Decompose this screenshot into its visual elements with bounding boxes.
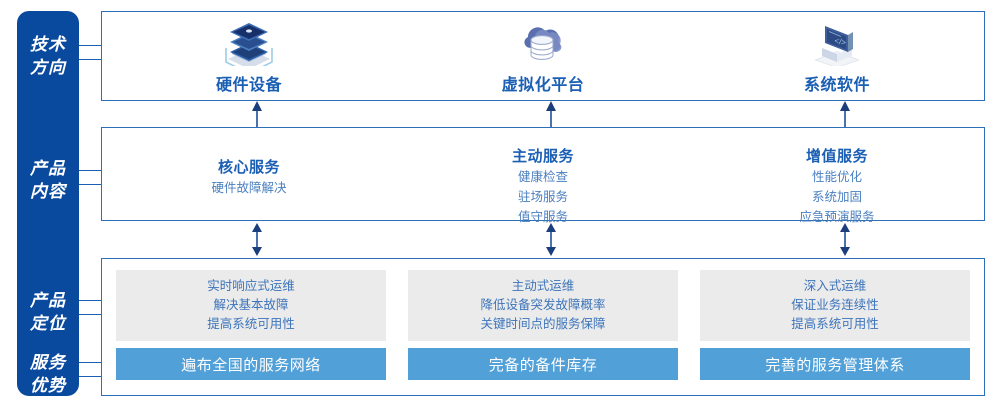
positioning-box-indepth-line-2: 提高系统可用性	[791, 317, 879, 331]
content-column-core-service-title: 核心服务	[217, 159, 280, 176]
arrow-double-active	[546, 223, 556, 256]
positioning-box-indepth-line-0: 深入式运维	[803, 279, 867, 293]
content-column-value-added-service-title: 增值服务	[805, 148, 868, 165]
connector-advantage-2	[79, 376, 102, 377]
content-column-value-added-service-item-1: 系统加固	[811, 190, 862, 204]
positioning-box-realtime[interactable]: 实时响应式运维 解决基本故障 提高系统可用性	[116, 270, 386, 341]
cloud-database-icon	[514, 18, 572, 66]
tech-item-virtualization[interactable]: 虚拟化平台	[396, 12, 690, 100]
rail-label-product-positioning-line1: 产品	[30, 291, 66, 310]
content-column-active-service-title: 主动服务	[511, 148, 574, 165]
rail-label-product-positioning: 产品 定位	[17, 289, 79, 335]
connector-positioning-1	[79, 300, 102, 301]
rail-label-tech-direction: 技术 方向	[17, 33, 79, 79]
positioning-box-indepth[interactable]: 深入式运维 保证业务连续性 提高系统可用性	[700, 270, 970, 341]
content-column-value-added-service[interactable]: 增值服务 性能优化 系统加固 应急预演服务	[690, 128, 984, 224]
advantage-bar-spare-parts-label: 完备的备件库存	[488, 356, 598, 374]
connector-advantage-1	[79, 362, 102, 363]
content-column-value-added-service-item-2: 应急预演服务	[799, 210, 875, 224]
arrow-up-virtualization	[546, 101, 556, 127]
panel-positioning-advantages: 实时响应式运维 解决基本故障 提高系统可用性 主动式运维 降低设备突发故障概率 …	[101, 258, 985, 396]
connector-content-2	[79, 184, 102, 185]
rail-label-product-content-line1: 产品	[30, 159, 66, 178]
rail-label-product-positioning-line2: 定位	[30, 314, 66, 333]
arrow-up-hardware	[252, 101, 262, 127]
content-column-active-service-item-2: 值守服务	[517, 210, 568, 224]
advantage-bar-management-system-label: 完善的服务管理体系	[765, 356, 905, 374]
rail-label-product-content-line2: 内容	[30, 182, 66, 201]
rail-label-tech-direction-line1: 技术	[30, 35, 66, 54]
tech-item-hardware-label: 硬件设备	[215, 76, 282, 94]
connector-positioning-2	[79, 314, 102, 315]
tech-item-hardware[interactable]: 硬件设备	[102, 12, 396, 100]
connector-tech-1	[79, 45, 102, 46]
advantage-bar-service-network[interactable]: 遍布全国的服务网络	[116, 348, 386, 380]
rail-label-service-advantage-line1: 服务	[30, 353, 66, 372]
positioning-box-proactive-line-2: 关键时间点的服务保障	[480, 317, 606, 331]
server-stack-icon	[220, 18, 278, 66]
connector-tech-2	[79, 59, 102, 60]
positioning-box-indepth-line-1: 保证业务连续性	[791, 298, 879, 312]
content-column-value-added-service-item-0: 性能优化	[811, 170, 862, 184]
positioning-box-proactive-line-1: 降低设备突发故障概率	[480, 298, 606, 312]
panel-product-content: 核心服务 硬件故障解决 主动服务 健康检查 驻场服务 值守服务 增值服务 性能优…	[101, 127, 985, 224]
arrow-up-system-software	[840, 101, 850, 127]
advantage-bar-management-system[interactable]: 完善的服务管理体系	[700, 348, 970, 380]
svg-text:</>: </>	[834, 36, 848, 47]
content-column-core-service-item-0: 硬件故障解决	[211, 181, 287, 195]
advantage-bar-spare-parts[interactable]: 完备的备件库存	[408, 348, 678, 380]
tech-item-virtualization-label: 虚拟化平台	[501, 76, 585, 94]
positioning-box-realtime-line-1: 解决基本故障	[213, 298, 289, 312]
positioning-box-proactive-line-0: 主动式运维	[511, 279, 575, 293]
left-rail: 技术 方向 产品 内容 产品 定位 服务 优势	[17, 11, 79, 396]
content-column-active-service[interactable]: 主动服务 健康检查 驻场服务 值守服务	[396, 128, 690, 224]
arrow-double-core	[252, 223, 262, 256]
tech-item-system-software-label: 系统软件	[803, 76, 870, 94]
arrow-double-value-added	[840, 223, 850, 256]
advantages-row: 遍布全国的服务网络 完备的备件库存 完善的服务管理体系	[102, 341, 984, 380]
rail-label-product-content: 产品 内容	[17, 157, 79, 203]
rail-label-service-advantage-line2: 优势	[30, 376, 66, 395]
rail-label-tech-direction-line2: 方向	[30, 58, 66, 77]
tech-item-system-software[interactable]: </> 系统软件	[690, 12, 984, 100]
content-column-active-service-item-0: 健康检查	[517, 170, 568, 184]
panel-tech-direction: 硬件设备	[101, 11, 985, 101]
laptop-code-icon: </>	[808, 18, 866, 66]
content-column-active-service-item-1: 驻场服务	[517, 190, 568, 204]
advantage-bar-service-network-label: 遍布全国的服务网络	[181, 356, 321, 374]
positioning-box-realtime-line-0: 实时响应式运维	[207, 279, 295, 293]
connector-content-1	[79, 170, 102, 171]
content-column-core-service[interactable]: 核心服务 硬件故障解决	[102, 128, 396, 220]
positioning-row: 实时响应式运维 解决基本故障 提高系统可用性 主动式运维 降低设备突发故障概率 …	[102, 259, 984, 341]
positioning-box-proactive[interactable]: 主动式运维 降低设备突发故障概率 关键时间点的服务保障	[408, 270, 678, 341]
positioning-box-realtime-line-2: 提高系统可用性	[207, 317, 295, 331]
rail-label-service-advantage: 服务 优势	[17, 351, 79, 397]
